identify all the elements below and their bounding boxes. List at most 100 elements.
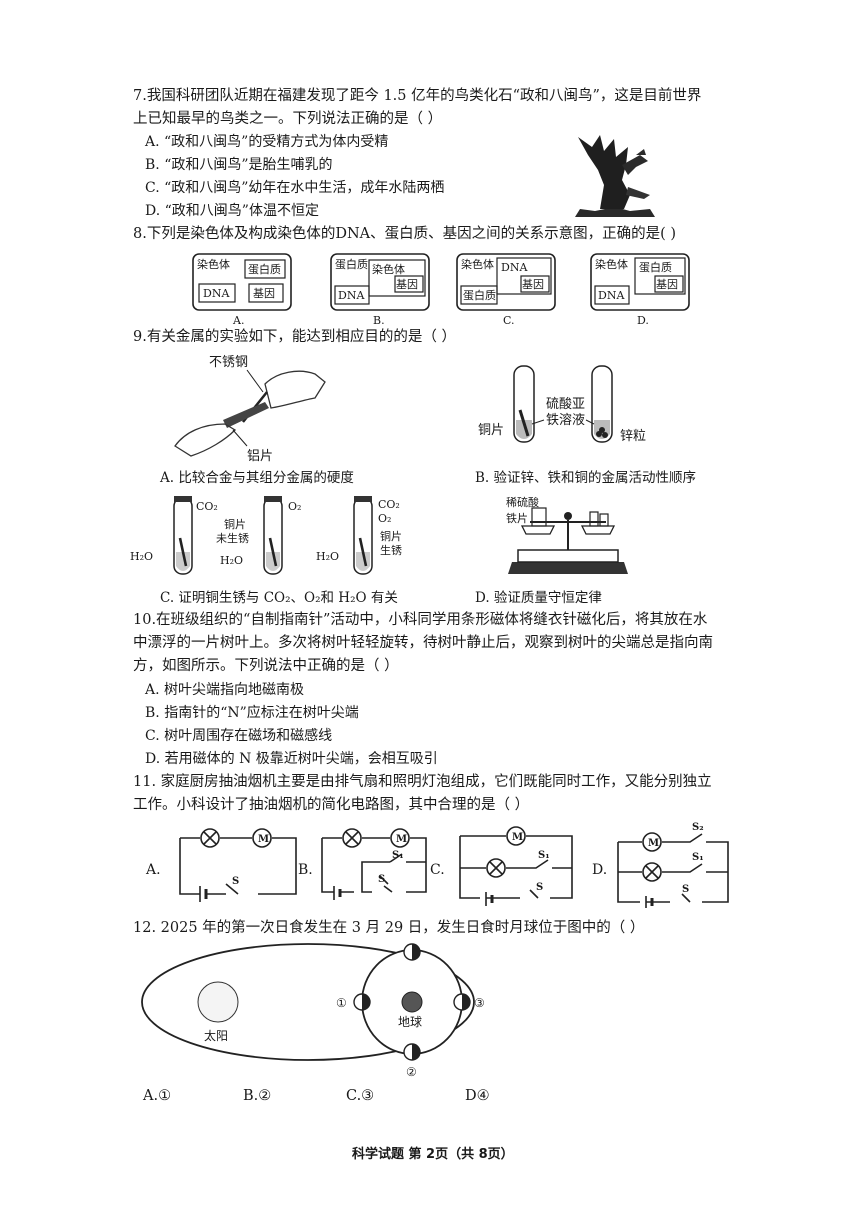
q11-label-b: B.: [298, 862, 313, 878]
q8-b-label: B.: [373, 314, 385, 327]
q7-line2: 上已知最早的鸟类之一。下列说法正确的是（ ）: [133, 111, 443, 127]
q11-c-motor: M: [512, 832, 523, 843]
q8-c-inner-c: 基因: [522, 278, 544, 291]
q10-option-a: A. 树叶尖端指向地磁南极: [145, 682, 305, 698]
q9-b-sol-label-1: 硫酸亚: [546, 397, 585, 412]
q10-option-c: C. 树叶周围存在磁场和磁感线: [145, 728, 333, 744]
q8-diagram-b: 蛋白质 染色体 DNA 基因 B.: [330, 253, 430, 327]
q9-c-rust-label: 生锈: [380, 543, 402, 557]
q9-option-d: D. 验证质量守恒定律: [475, 590, 602, 606]
q9-c-h2o-label-1: H₂O: [130, 550, 153, 563]
q11-label-a: A.: [145, 862, 161, 878]
q9-b-illustration: 铜片 硫酸亚 铁溶液 锌粒: [478, 365, 646, 444]
q11-circuit-diagrams: A. B. C. D. M M M M S S S₁ S S₁ S S₁ S₂: [145, 822, 729, 908]
q11-d-switch-s: S: [682, 884, 689, 895]
q8-c-label: C.: [503, 314, 515, 327]
q11-c-switch-s: S: [536, 882, 543, 893]
q11-label-d: D.: [592, 862, 607, 878]
q8-diagram-d: 染色体 蛋白质 DNA 基因 D.: [590, 253, 690, 327]
q9-b-sol-label-2: 铁溶液: [546, 413, 585, 428]
q12-position-2: ②: [406, 1065, 417, 1079]
q7-line1: 7.我国科研团队近期在福建发现了距今 1.5 亿年的鸟类化石“政和八闽鸟”，这是…: [133, 88, 702, 104]
q8-relationship-diagrams: 染色体 蛋白质 DNA 基因 A. 蛋白质 染色体 DNA 基因 B. 染色体 …: [192, 253, 690, 327]
q8-a-label: A.: [232, 314, 244, 327]
q9-c-o2-label-3: O₂: [378, 512, 391, 525]
q12-orbit-diagram: 太阳 地球 ① ② ③ ④: [141, 940, 485, 1079]
q9-c-o2-label-1: O₂: [288, 500, 301, 513]
q8-a-inner-c: 基因: [253, 287, 275, 300]
q8-b-inner-a: 染色体: [372, 262, 405, 276]
q9-option-c: C. 证明铜生锈与 CO₂、O₂和 H₂O 有关: [160, 590, 398, 606]
q11-a-motor: M: [258, 834, 269, 845]
q8-d-label: D.: [637, 314, 649, 327]
q12-position-3: ③: [474, 996, 485, 1010]
q7-option-b: B. “政和八闽鸟”是胎生哺乳的: [145, 157, 333, 173]
q9-d-illustration: 稀硫酸 铁片: [506, 495, 628, 574]
q8-d-inner-a: 蛋白质: [639, 260, 672, 274]
q9-option-a: A. 比较合金与其组分金属的硬度: [160, 470, 354, 486]
q11-c-switch-s1: S₁: [538, 850, 550, 861]
q9-c-cu-label-3: 铜片: [380, 529, 402, 543]
q8-a-inner-a: 蛋白质: [248, 262, 281, 276]
q8-d-inner-c: 基因: [656, 278, 678, 291]
q8-diagram-a: 染色体 蛋白质 DNA 基因 A.: [192, 253, 292, 327]
q12-option-b: B.②: [243, 1088, 272, 1104]
q12-sun-label: 太阳: [204, 1028, 228, 1043]
q9-stem: 9.有关金属的实验如下，能达到相应目的的是（ ）: [133, 329, 456, 345]
q8-a-inner-b: DNA: [203, 287, 230, 300]
q12-option-a: A.①: [143, 1088, 172, 1104]
q9-option-b: B. 验证锌、铁和铜的金属活动性顺序: [475, 470, 697, 486]
q9-c-h2o-label-2: H₂O: [220, 554, 243, 567]
q10-option-b: B. 指南针的“N”应标注在树叶尖端: [145, 705, 359, 721]
q8-c-inner-b: 蛋白质: [463, 288, 496, 302]
q9-d-acid-label: 稀硫酸: [506, 495, 539, 509]
q7-option-c: C. “政和八闽鸟”幼年在水中生活，成年水陆两栖: [145, 180, 445, 196]
q12-option-c: C.③: [346, 1088, 375, 1104]
q10-option-d: D. 若用磁体的 N 极靠近树叶尖端，会相互吸引: [145, 751, 438, 767]
q11-line2: 工作。小科设计了抽油烟机的简化电路图，其中合理的是（ ）: [133, 797, 530, 813]
q9-c-co2-label-3: CO₂: [378, 498, 400, 511]
q9-c-illustration: CO₂ H₂O O₂ 铜片 未生锈 H₂O CO₂ O₂ 铜片 生锈 H₂O: [130, 496, 402, 575]
q10-line3: 方，如图所示。下列说法中正确的是（ ）: [133, 658, 399, 674]
q8-c-outer: 染色体: [461, 257, 494, 271]
q9-c-norust-label: 未生锈: [216, 531, 249, 545]
q12-option-d: D④: [465, 1088, 490, 1104]
q8-d-inner-b: DNA: [598, 289, 625, 302]
q11-d-switch-s2: S₂: [692, 822, 704, 833]
bird-fossil-illustration: [575, 135, 655, 217]
q9-a-illustration: 不锈钢 铝片: [174, 355, 326, 462]
q11-b-switch-s1: S₁: [392, 850, 404, 861]
q12-earth-label: 地球: [398, 1015, 422, 1029]
q11-b-switch-s: S: [378, 874, 385, 885]
q10-line1: 10.在班级组织的“自制指南针”活动中，小科同学用条形磁体将缝衣针磁化后，将其放…: [133, 612, 708, 628]
q8-c-inner-a: DNA: [501, 261, 528, 274]
q8-b-inner-c: 基因: [396, 278, 418, 291]
q11-d-motor: M: [648, 838, 659, 849]
q9-b-zn-label: 锌粒: [620, 429, 646, 444]
q12-stem: 12. 2025 年的第一次日食发生在 3 月 29 日，发生日食时月球位于图中…: [133, 920, 645, 936]
q9-a-al-label: 铝片: [247, 449, 273, 462]
q8-b-inner-b: DNA: [338, 289, 365, 302]
q10-line2: 中漂浮的一片树叶上。多次将树叶轻轻旋转，待树叶静止后，观察到树叶的尖端总是指向南: [133, 635, 713, 651]
q7-option-a: A. “政和八闽鸟”的受精方式为体内受精: [145, 134, 389, 150]
q11-b-motor: M: [396, 834, 407, 845]
q9-c-cu-label-1: 铜片: [224, 517, 246, 531]
q8-stem: 8.下列是染色体及构成染色体的DNA、蛋白质、基因之间的关系示意图，正确的是( …: [133, 226, 677, 242]
q11-line1: 11. 家庭厨房抽油烟机主要是由排气扇和照明灯泡组成，它们既能同时工作，又能分别…: [133, 774, 712, 790]
q8-d-outer: 染色体: [595, 257, 628, 271]
q9-c-h2o-label-3: H₂O: [316, 550, 339, 563]
q9-b-cu-label: 铜片: [478, 423, 504, 438]
q7-option-d: D. “政和八闽鸟”体温不恒定: [145, 203, 319, 219]
q12-position-1: ①: [336, 996, 347, 1010]
q11-label-c: C.: [430, 862, 445, 878]
q8-diagram-c: 染色体 DNA 蛋白质 基因 C.: [456, 253, 556, 327]
q8-b-outer: 蛋白质: [335, 257, 368, 271]
page-footer: 科学试题 第 2页（共 8页）: [352, 1147, 514, 1162]
q9-a-steel-label: 不锈钢: [209, 355, 248, 370]
q9-d-fe-label: 铁片: [506, 512, 528, 525]
q11-d-switch-s1: S₁: [692, 852, 704, 863]
q9-c-co2-label-1: CO₂: [196, 500, 218, 513]
q8-a-outer: 染色体: [197, 257, 230, 271]
q12-position-4: ④: [406, 940, 417, 942]
